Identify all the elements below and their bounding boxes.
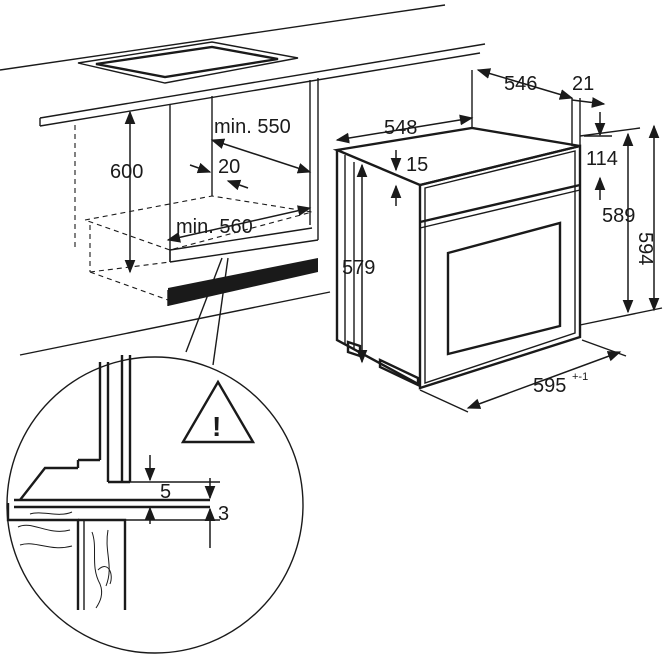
label-cabinet-width: min. 560 — [176, 216, 253, 238]
label-oven-depth-total: 546 — [504, 73, 537, 95]
detail-circle: 5 3 — [6, 355, 304, 654]
label-oven-width: 595 — [533, 375, 566, 397]
label-oven-front-height: 589 — [602, 205, 635, 227]
label-oven-top-offset: 15 — [406, 154, 428, 176]
label-oven-body-height: 579 — [342, 257, 375, 279]
dim-cabinet-depth: min. 550 — [210, 116, 312, 174]
label-detail-gap-bottom: 3 — [218, 503, 229, 525]
oven-body — [332, 70, 582, 390]
worktop — [0, 4, 486, 127]
label-detail-gap-top: 5 — [160, 481, 171, 503]
label-cabinet-height: 600 — [110, 161, 143, 183]
label-oven-panel-offset: 114 — [586, 148, 618, 170]
dim-oven-panel-offset: 114 — [584, 112, 618, 200]
label-oven-total-height: 594 — [634, 232, 656, 265]
warning-icon: ! — [212, 411, 221, 442]
hob-cutout — [77, 41, 299, 84]
dim-oven-top-offset: 15 — [390, 150, 428, 206]
dim-oven-front-height: 589 — [579, 127, 641, 314]
dim-cabinet-gap: 20 — [189, 156, 249, 191]
dim-cabinet-height: 600 — [110, 110, 143, 274]
label-oven-width-tolerance: +-1 — [572, 371, 588, 383]
plinth — [19, 258, 331, 356]
dim-cabinet-width: min. 560 — [166, 205, 312, 243]
dim-oven-depth-total: 546 — [476, 68, 574, 100]
warning-sign: ! — [180, 379, 256, 444]
label-oven-front-thickness: 21 — [572, 73, 594, 95]
dim-oven-body-height: 579 — [342, 163, 375, 364]
label-cabinet-gap: 20 — [218, 156, 240, 178]
dim-oven-depth-body: 548 — [335, 114, 474, 144]
label-oven-depth-body: 548 — [384, 117, 417, 139]
label-cabinet-depth: min. 550 — [214, 116, 291, 138]
dim-oven-front-thickness: 21 — [571, 73, 606, 108]
dim-oven-width: 595 +-1 — [419, 339, 627, 413]
dim-oven-total-height: 594 — [579, 124, 663, 326]
callout-lines — [185, 257, 229, 366]
